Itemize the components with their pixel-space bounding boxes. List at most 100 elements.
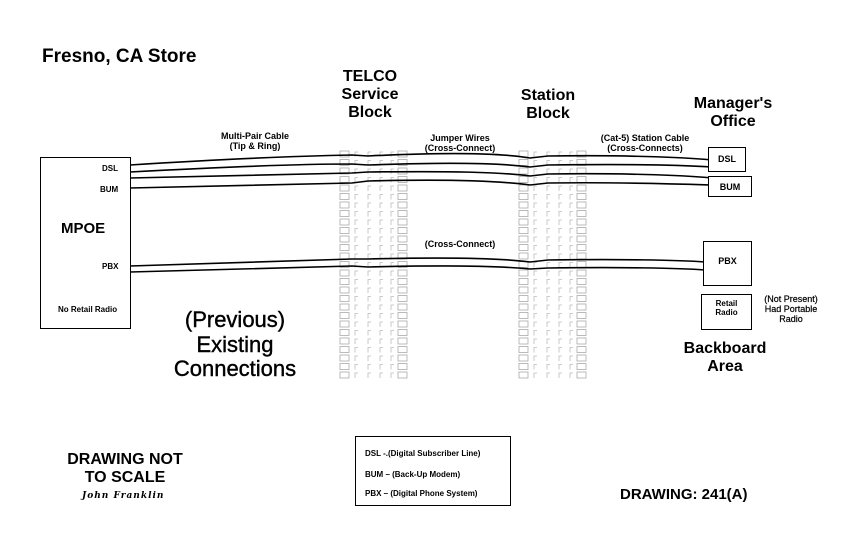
punch-clip [390,287,394,293]
punch-clip [379,236,383,242]
punch-clip [367,245,371,251]
punch-clip [533,245,537,251]
punch-terminal [397,159,408,166]
punch-clip [379,304,383,310]
punch-clip [533,202,537,208]
punch-terminal [518,227,529,234]
punch-terminal [576,176,587,183]
multi-pair-label: Multi-Pair Cable (Tip & Ring) [220,131,289,152]
punch-clip [569,355,573,361]
mpoe-title: MPOE [61,220,106,237]
legend-item: PBX – (Digital Phone System) [365,489,478,498]
punch-clip [367,347,371,353]
punch-clip [367,287,371,293]
punch-clip [533,211,537,217]
punch-clip [558,245,562,251]
punch-clip [354,253,358,259]
punch-terminal [576,210,587,217]
punch-terminal [397,261,408,268]
punch-clip [390,372,394,378]
punch-clip [558,372,562,378]
punch-clip [558,304,562,310]
punch-clip [533,151,537,157]
punch-clip [569,313,573,319]
punch-terminal [518,363,529,370]
punch-clip [379,287,383,293]
punch-clip [533,296,537,302]
punch-clip [546,270,550,276]
punch-terminal [397,337,408,345]
punch-terminal [339,184,350,192]
punch-clip [379,279,383,285]
punch-clip [569,177,573,183]
punch-clip [546,253,550,259]
punch-terminal [576,320,587,328]
punch-terminal [339,176,350,183]
punch-clip [569,347,573,353]
punch-clip [569,338,573,344]
punch-terminal [576,278,587,285]
punch-clip [569,185,573,191]
cable-pbx-1 [129,257,706,267]
managers-office-label: Manager's Office [693,95,773,130]
punch-clip [354,338,358,344]
punch-terminal [397,354,408,362]
punch-clip [546,338,550,344]
punch-terminal [518,261,529,268]
punch-clip [390,211,394,217]
punch-clip [354,279,358,285]
punch-clip [390,313,394,319]
punch-clip [569,219,573,225]
punch-clip [367,228,371,234]
punch-clip [379,330,383,336]
punch-clip [558,355,562,361]
punch-clip [379,321,383,327]
punch-clip [558,262,562,268]
punch-terminal [576,150,587,158]
punch-clip [558,321,562,327]
punch-clip [354,202,358,208]
punch-terminal [518,167,529,175]
punch-terminal [339,320,350,328]
punch-clip [546,313,550,319]
punch-clip [354,228,358,234]
punch-clip [390,253,394,259]
punch-clip [558,270,562,276]
punch-clip [390,355,394,361]
punch-clip [367,330,371,336]
punch-clip [367,364,371,370]
punch-clip [558,313,562,319]
punch-terminal [339,235,350,243]
not-present-note: (Not Present) Had Portable Radio [764,294,818,325]
punch-terminal [518,244,529,251]
punch-terminal [397,269,408,277]
punch-terminal [397,235,408,243]
punch-clip [390,245,394,251]
punch-clip [569,194,573,200]
punch-clip [558,202,562,208]
not-to-scale-label: DRAWING NOT TO SCALE [67,451,183,486]
mpoe-dsl-label: DSL [102,164,118,173]
punch-clip [546,245,550,251]
punch-terminal [518,176,529,183]
drawing-number: DRAWING: 241(A) [620,486,748,503]
punch-clip [367,355,371,361]
punch-terminal [397,286,408,294]
punch-clip [558,228,562,234]
punch-clip [390,296,394,302]
punch-clip [546,355,550,361]
punch-clip [354,313,358,319]
punch-terminal [518,201,529,209]
punch-clip [367,236,371,242]
punch-terminal [339,244,350,251]
punch-clip [546,177,550,183]
punch-clip [533,270,537,276]
punch-clip [367,262,371,268]
punch-clip [546,168,550,174]
pbx-box: PBX [703,241,752,286]
punch-clip [390,202,394,208]
punch-clip [379,202,383,208]
cables [129,152,713,273]
punch-clip [379,313,383,319]
retail-radio-box: Retail Radio [701,294,752,330]
